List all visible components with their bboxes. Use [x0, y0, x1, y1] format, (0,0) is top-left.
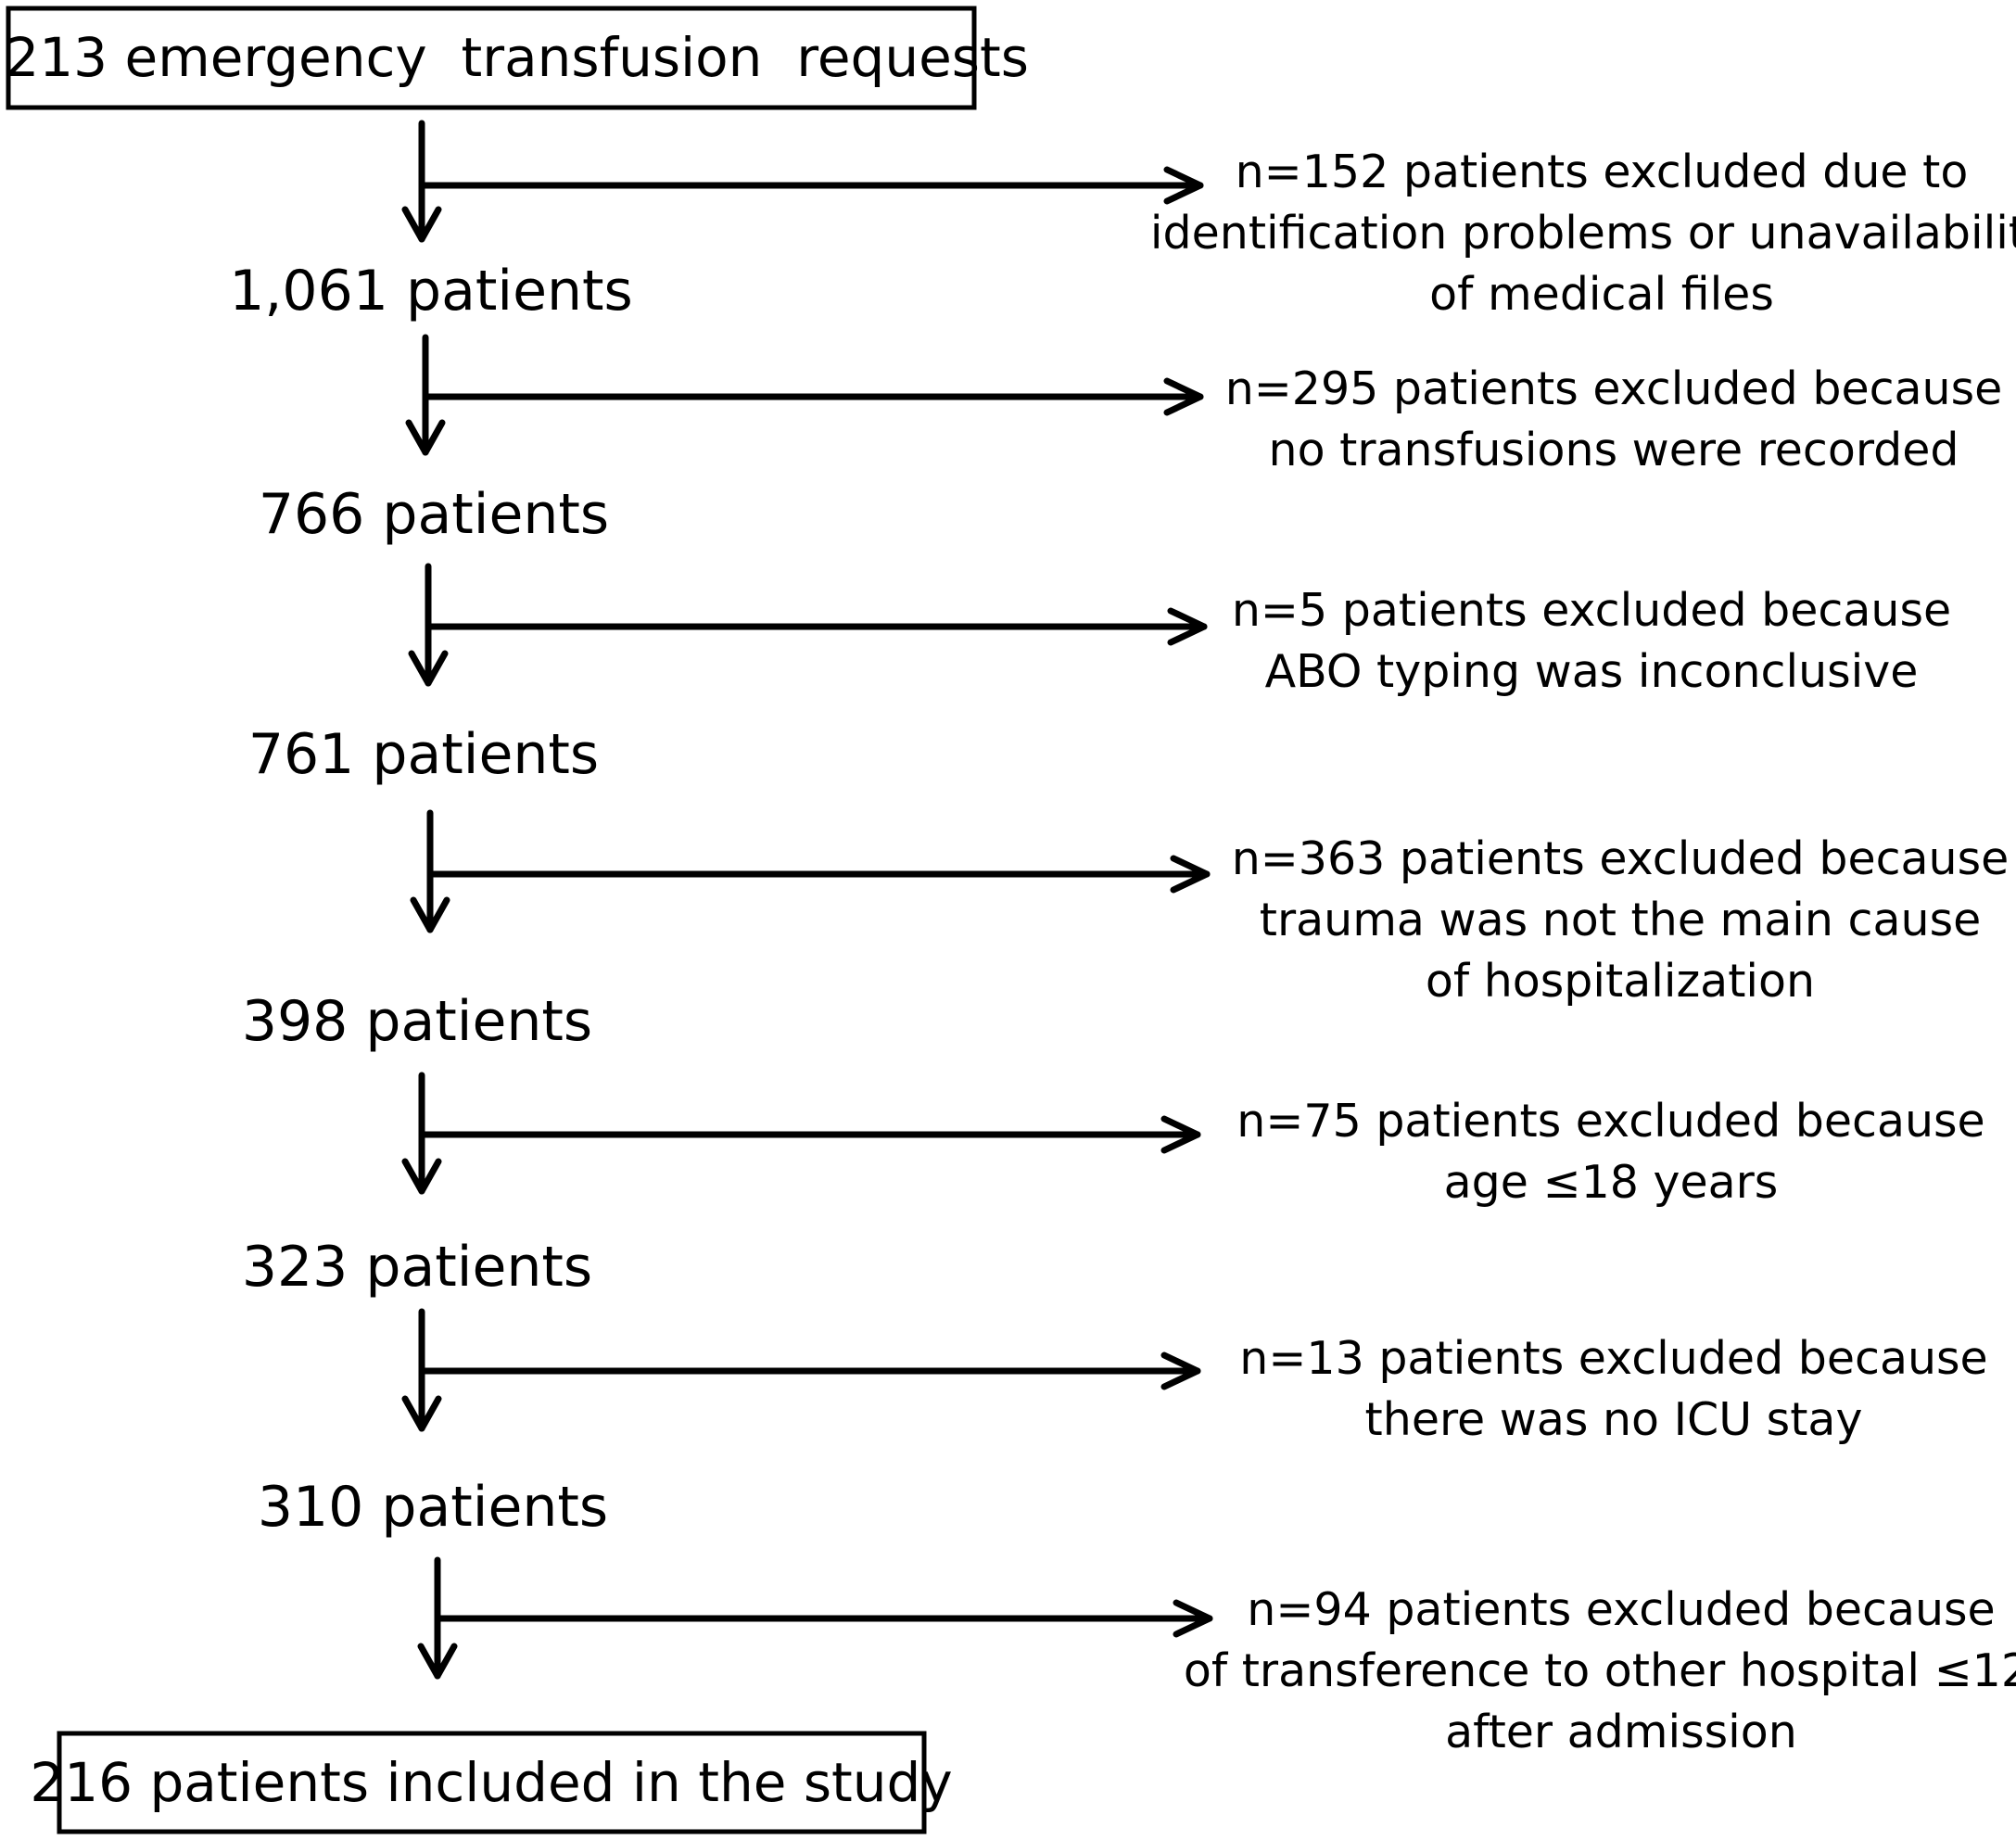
exclusion-note-line: of transference to other hospital ≤12h	[1184, 1644, 2016, 1697]
remaining-count: 323 patients	[242, 1235, 592, 1300]
exclusion-note-line: age ≤18 years	[1444, 1156, 1779, 1209]
down-arrow-head-icon	[408, 650, 449, 687]
exclusion-note-line: n=75 patients excluded because	[1236, 1095, 1984, 1148]
exclusion-arrow-head-icon	[1170, 855, 1211, 894]
exclusion-arrow-head-icon	[1163, 166, 1204, 205]
exclusion-note-line: of medical files	[1429, 268, 1774, 321]
remaining-count: 310 patients	[258, 1475, 608, 1540]
exclusion-note-line: n=13 patients excluded because	[1239, 1332, 1987, 1385]
flow-step-2: n=295 patients excluded because no transf…	[259, 334, 2003, 547]
exclusion-note-line: ABO typing was inconclusive	[1265, 645, 1919, 698]
flow-step-6: n=13 patients excluded because there was …	[258, 1308, 1988, 1540]
exclusion-note-line: n=94 patients excluded because	[1247, 1583, 1995, 1636]
exclusion-arrow-head-icon	[1163, 377, 1204, 416]
exclusion-note-line: n=363 patients excluded because	[1232, 832, 2010, 885]
exclusion-note-line: n=5 patients excluded because	[1232, 584, 1951, 637]
down-arrow-head-icon	[417, 1643, 458, 1680]
final-box: 216 patients included in the study	[30, 1731, 953, 1834]
exclusion-note-line: identification problems or unavailabilit…	[1150, 207, 2016, 260]
exclusion-arrow-head-icon	[1160, 1115, 1201, 1154]
exclusion-arrow-head-icon	[1160, 1351, 1201, 1390]
exclusion-arrow-head-icon	[1173, 1599, 1213, 1638]
remaining-count: 761 patients	[248, 722, 599, 787]
final-box-frame	[57, 1731, 927, 1834]
remaining-count: 398 patients	[242, 989, 592, 1054]
remaining-count: 766 patients	[259, 482, 609, 547]
exclusion-note-line: n=295 patients excluded because	[1225, 362, 2003, 415]
final-box-label: 216 patients included in the study	[30, 1751, 952, 1814]
flow-steps: n=152 patients excluded due to identifica…	[229, 120, 2016, 1758]
down-arrow-head-icon	[401, 1158, 442, 1195]
exclusion-note-line: trauma was not the main cause	[1260, 894, 1982, 946]
start-box-frame	[6, 6, 977, 110]
start-box: 1,213 emergency transfusion requests	[0, 6, 1029, 110]
down-arrow-head-icon	[405, 419, 446, 456]
exclusion-note-line: n=152 patients excluded due to	[1236, 146, 1969, 198]
flow-step-4: n=363 patients excluded because trauma wa…	[242, 809, 2010, 1054]
flow-step-1: n=152 patients excluded due to identifica…	[229, 120, 2016, 324]
flow-step-5: n=75 patients excluded because age ≤18 ye…	[242, 1072, 1985, 1300]
exclusion-note-line: of hospitalization	[1426, 955, 1815, 1008]
exclusion-note-line: after admission	[1445, 1706, 1797, 1758]
down-arrow-head-icon	[401, 1395, 442, 1432]
exclusion-note-line: there was no ICU stay	[1365, 1393, 1863, 1446]
flow-step-7: n=94 patients excluded because of transfe…	[417, 1556, 2016, 1758]
remaining-count: 1,061 patients	[229, 259, 633, 324]
exclusion-arrow-head-icon	[1167, 607, 1208, 646]
exclusion-note-line: no transfusions were recorded	[1269, 424, 1959, 476]
start-box-label: 1,213 emergency transfusion requests	[0, 26, 1029, 89]
down-arrow-head-icon	[410, 896, 450, 933]
down-arrow-head-icon	[401, 206, 442, 243]
